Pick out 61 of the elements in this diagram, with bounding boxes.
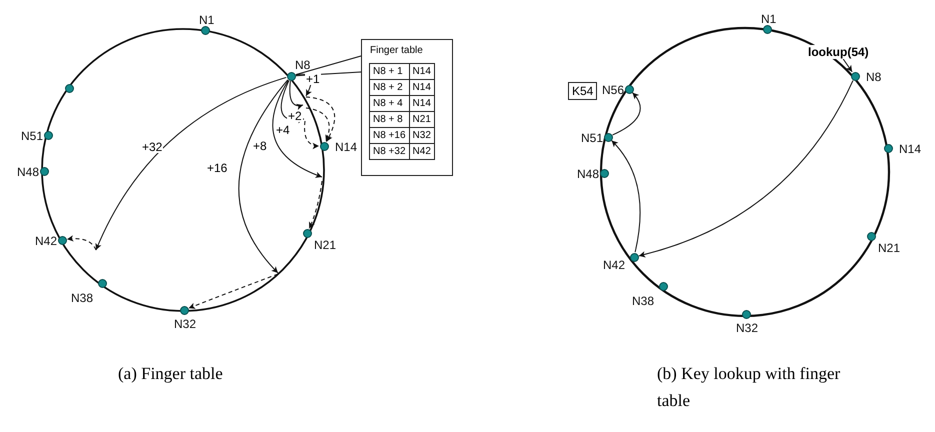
arrow xyxy=(280,80,304,124)
arrow xyxy=(612,92,641,136)
node-label: N8 xyxy=(295,59,310,71)
node-label: N8 xyxy=(866,71,882,83)
node-label: N21 xyxy=(878,242,900,254)
arrow xyxy=(96,76,287,250)
node-label: N32 xyxy=(736,322,758,334)
edge-label: +8 xyxy=(252,140,268,152)
table-cell: N32 xyxy=(409,128,434,144)
table-cell: N42 xyxy=(409,144,434,160)
node-label: N51 xyxy=(21,130,44,142)
subfigure-caption: (a) Finger table xyxy=(118,363,224,385)
node-label: N1 xyxy=(761,13,776,25)
arrow xyxy=(238,79,288,274)
key-box: K54 xyxy=(568,82,598,100)
node-label: N48 xyxy=(17,166,40,178)
arrow xyxy=(272,80,322,178)
arrow xyxy=(295,74,312,96)
table-cell: N8 + 2 xyxy=(370,80,410,96)
edge-label: +32 xyxy=(141,141,164,153)
node-dot xyxy=(64,84,74,92)
arrow xyxy=(638,80,854,258)
arrow xyxy=(289,80,304,110)
node-label: N42 xyxy=(603,259,626,271)
subfigure-caption: (b) Key lookup with finger table xyxy=(657,363,842,412)
node-label: N1 xyxy=(199,14,214,26)
leader-line xyxy=(295,56,362,76)
node-label: N14 xyxy=(335,141,358,153)
arrow xyxy=(611,140,641,253)
node-label: N51 xyxy=(581,132,604,144)
node-label: N38 xyxy=(632,295,654,307)
table-cell: N8 +32 xyxy=(370,144,410,160)
table-title: Finger table xyxy=(370,45,423,56)
dashed-arrow xyxy=(304,120,320,149)
node-label: N42 xyxy=(35,235,58,247)
edge-label: +16 xyxy=(206,162,228,174)
table-cell: N8 + 1 xyxy=(370,64,410,80)
lookup-label: lookup(54) xyxy=(808,45,869,59)
table-cell: N14 xyxy=(409,64,434,80)
table-cell: N21 xyxy=(409,112,434,128)
node-label: N56 xyxy=(602,84,624,96)
table-cell: N8 +16 xyxy=(370,128,410,144)
edge-label: +2 xyxy=(287,110,303,122)
node-label: N21 xyxy=(314,239,336,251)
dashed-arrow xyxy=(308,180,322,229)
arrow xyxy=(842,58,853,72)
dashed-arrow xyxy=(66,235,96,250)
node-label: N32 xyxy=(174,318,196,330)
node-label: N14 xyxy=(899,143,922,155)
table-cell: N14 xyxy=(409,80,434,96)
table-cell: N8 + 4 xyxy=(370,96,410,112)
dashed-arrow xyxy=(306,108,332,142)
node-label: N48 xyxy=(577,168,600,180)
table-cell: N8 + 8 xyxy=(370,112,410,128)
dashed-arrow xyxy=(306,96,336,142)
callout-box xyxy=(361,39,453,176)
edge-label: +1 xyxy=(305,73,321,85)
node-label: N38 xyxy=(71,292,94,304)
table-cell: N14 xyxy=(409,96,434,112)
dashed-arrow xyxy=(188,274,278,309)
edge-label: +4 xyxy=(275,124,291,136)
